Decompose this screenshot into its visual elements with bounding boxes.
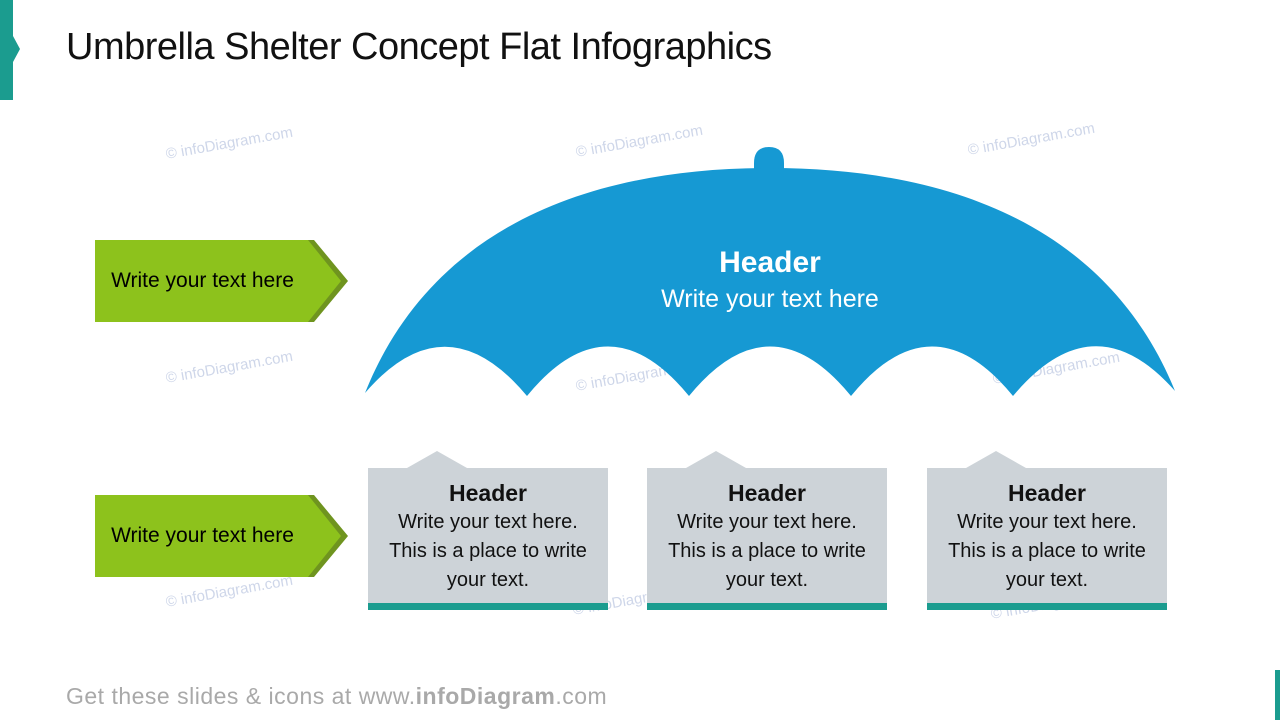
card-1-body: Write your text here. This is a place to… (389, 511, 587, 591)
banner-1-label: Write your text here (111, 269, 294, 292)
footer-prefix: Get these slides & icons at www. (66, 683, 416, 709)
bottom-right-accent (1275, 670, 1280, 720)
banner-1-face (95, 240, 341, 322)
text-banner-2-shape (95, 495, 348, 577)
banner-2-label: Write your text here (111, 524, 294, 547)
footer-suffix: .com (555, 683, 608, 709)
footer-credit: Get these slides & icons at www.infoDiag… (66, 683, 607, 710)
page-title: Umbrella Shelter Concept Flat Infographi… (66, 26, 772, 68)
card-1-header: Header (449, 480, 527, 506)
umbrella-canopy (365, 168, 1175, 396)
card-3-body: Write your text here. This is a place to… (948, 511, 1146, 591)
card-2-header: Header (728, 480, 806, 506)
footer-brand: infoDiagram (415, 683, 556, 709)
card-3-underline (927, 603, 1167, 610)
umbrella-label: Header Write your text here (520, 244, 1020, 316)
umbrella-subtext: Write your text here (661, 285, 879, 313)
card-2-tab (686, 451, 746, 468)
card-1-underline (368, 603, 608, 610)
card-3-tab (966, 451, 1026, 468)
banner-2-face (95, 495, 341, 577)
card-1-tab (407, 451, 467, 468)
card-2-underline (647, 603, 887, 610)
card-3-header: Header (1008, 480, 1086, 506)
bookmark-accent-shape (0, 0, 20, 100)
info-card-1: Header Write your text here. This is a p… (368, 451, 608, 610)
card-2-body: Write your text here. This is a place to… (668, 511, 866, 591)
umbrella-header-text: Header (719, 246, 821, 279)
info-card-2: Header Write your text here. This is a p… (647, 451, 887, 610)
text-banner-1-shape (95, 240, 348, 322)
info-card-3: Header Write your text here. This is a p… (927, 451, 1167, 610)
